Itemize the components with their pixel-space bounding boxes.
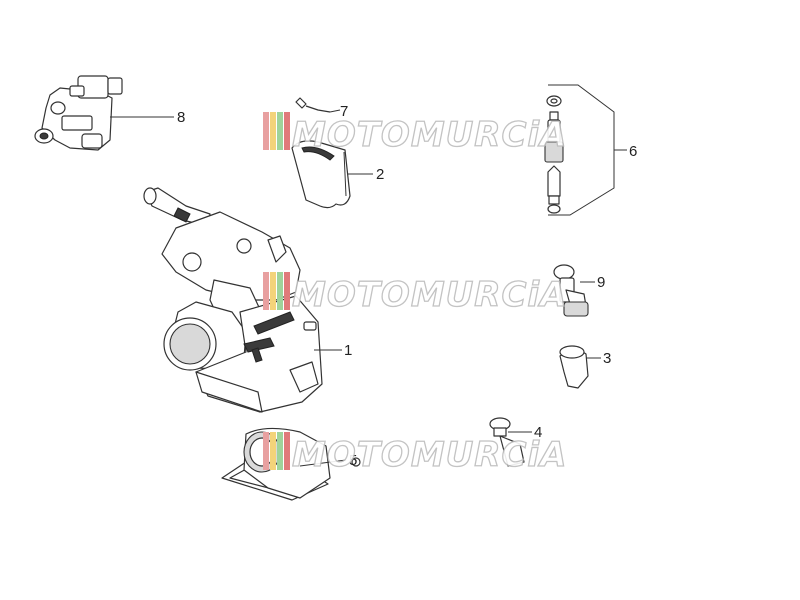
watermark-bottom: MOTOMURCiA — [263, 432, 567, 476]
part-5-float-bowl — [221, 427, 361, 501]
leader-7 — [329, 109, 341, 113]
callout-9: 9 — [597, 274, 605, 291]
part-8-sensor — [34, 75, 123, 151]
part-9-idle-screw — [553, 264, 589, 317]
watermark-text-bottom: MOTOMURCiA — [292, 435, 567, 475]
callout-3: 3 — [603, 350, 611, 367]
part-6-needle-assembly — [544, 95, 564, 214]
callout-8: 8 — [177, 109, 185, 126]
watermark-middle: MOTOMURCiA — [263, 272, 567, 316]
watermark-text-middle: MOTOMURCiA — [292, 275, 567, 315]
watermark-top: MOTOMURCiA — [263, 112, 567, 156]
callout-6: 6 — [629, 143, 637, 160]
part-7-clip — [295, 97, 331, 113]
callout-2: 2 — [376, 166, 384, 183]
callout-1: 1 — [344, 342, 352, 359]
callout-4: 4 — [534, 424, 542, 441]
callout-7: 7 — [340, 103, 348, 120]
part-3-jet — [559, 345, 589, 389]
callout-5: 5 — [349, 452, 357, 469]
part-4-screw — [489, 417, 525, 467]
watermark-text-top: MOTOMURCiA — [292, 115, 567, 155]
part-2-shield — [291, 140, 351, 209]
leader-5 — [299, 459, 347, 467]
